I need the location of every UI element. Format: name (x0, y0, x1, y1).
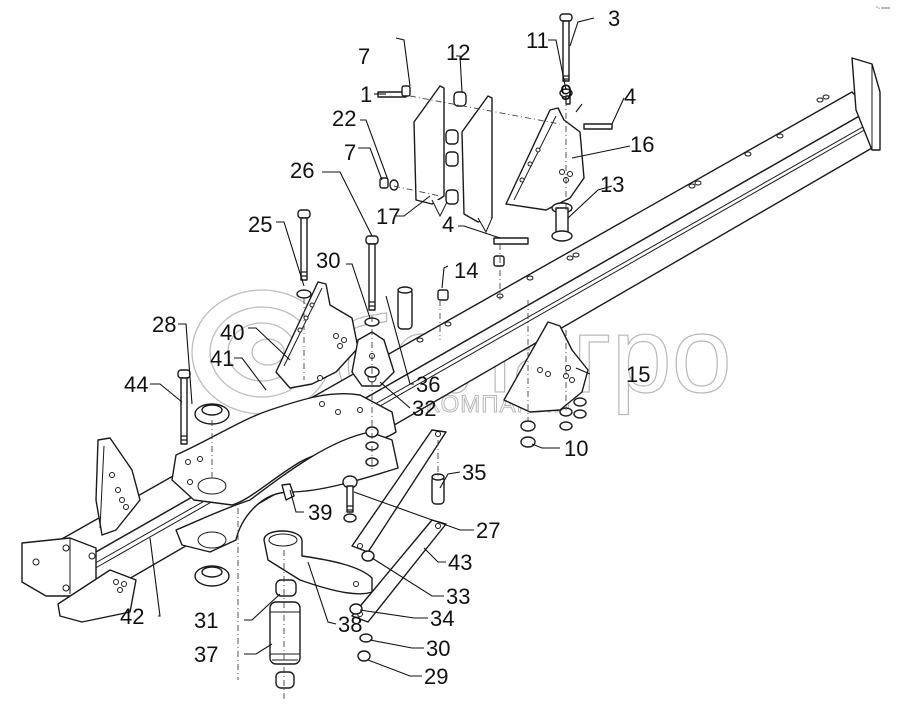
callout-31: 31 (194, 608, 218, 633)
small-hardware (296, 85, 587, 662)
callout-26: 26 (290, 158, 314, 183)
callout-29: 29 (424, 664, 448, 689)
bolt-3 (559, 13, 573, 82)
callout-30-bottom: 30 (426, 636, 450, 661)
link-bars-43 (351, 429, 447, 623)
spool-13 (551, 202, 573, 242)
plates-17 (413, 85, 493, 234)
bolt-26 (365, 235, 379, 311)
plate-32 (351, 331, 395, 387)
bracket-40 (275, 281, 359, 389)
bolt-27 (342, 475, 358, 513)
leader-lines (149, 17, 631, 677)
sleeve-35 (431, 473, 445, 505)
bolt-4a (583, 123, 613, 130)
callout-35: 35 (462, 460, 486, 485)
callout-3: 3 (608, 6, 620, 31)
lever-38 (263, 530, 373, 595)
callout-17: 17 (376, 204, 400, 229)
callout-7-top: 7 (358, 44, 370, 69)
callout-36: 36 (416, 372, 440, 397)
callout-44: 44 (124, 372, 148, 397)
ring-nut-lower (194, 565, 230, 587)
callout-9: 9 (560, 80, 572, 105)
swing-arm (171, 392, 397, 506)
callout-38: 38 (338, 612, 362, 637)
callout-1: 1 (360, 82, 372, 107)
bolt-44 (177, 369, 191, 445)
center-lines (211, 95, 567, 700)
callout-10: 10 (564, 436, 588, 461)
cap-31 (275, 579, 297, 597)
callout-16: 16 (630, 132, 654, 157)
callout-37: 37 (194, 642, 218, 667)
callout-40: 40 (220, 320, 244, 345)
cap-14 (437, 289, 449, 301)
callout-25: 25 (248, 212, 272, 237)
callout-43: 43 (448, 550, 472, 575)
callout-42: 42 (120, 604, 144, 629)
corner-mark: °ⁿ === (876, 6, 890, 12)
callout-13: 13 (600, 172, 624, 197)
callout-15: 15 (626, 362, 650, 387)
callout-27: 27 (476, 518, 500, 543)
left-bracket-lower (57, 569, 137, 623)
ring-nut-28 (194, 403, 230, 425)
callout-33: 33 (446, 584, 470, 609)
callout-14: 14 (454, 258, 478, 283)
spring-unit-37 (269, 601, 301, 689)
callout-39: 39 (308, 500, 332, 525)
sleeve-36 (397, 286, 413, 330)
left-bracket (95, 437, 141, 536)
callout-7-mid: 7 (344, 140, 356, 165)
bolt-4b (493, 237, 529, 245)
bracket-15 (503, 321, 589, 413)
bracket-16 (505, 107, 585, 211)
lower-arm (175, 431, 399, 553)
callout-34: 34 (430, 606, 454, 631)
callout-4-top: 4 (624, 84, 636, 109)
callout-30-top: 30 (316, 248, 340, 273)
callout-11: 11 (526, 28, 549, 53)
callout-41: 41 (210, 346, 234, 371)
callout-22: 22 (332, 106, 356, 131)
callout-4-mid: 4 (442, 212, 454, 237)
callout-28: 28 (152, 312, 176, 337)
cap-small (493, 255, 505, 267)
bolt-25 (297, 209, 311, 281)
callout-12: 12 (446, 40, 470, 65)
callout-32: 32 (412, 396, 436, 421)
callout-labels: 3 11 9 4 16 13 7 1 12 22 7 17 4 14 15 10… (120, 6, 654, 689)
